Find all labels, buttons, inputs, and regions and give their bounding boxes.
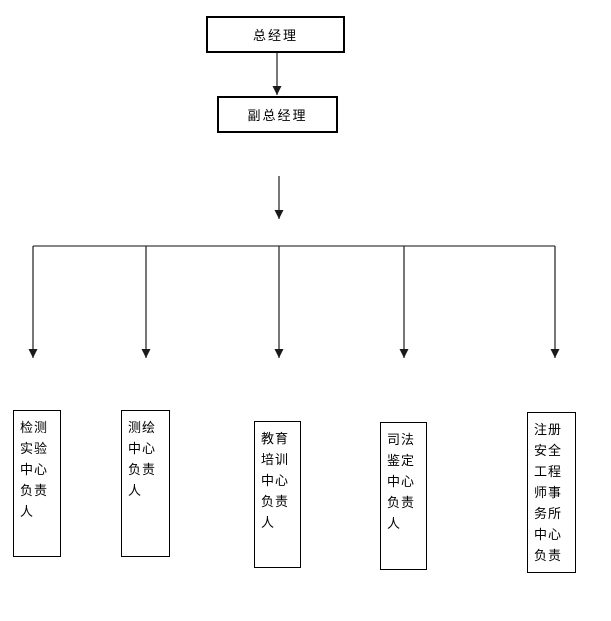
node-deputy-general-manager: 副总经理 [217,96,338,133]
node-testing-lab-center-head: 检测 实验 中心 负责 人 [13,410,61,557]
node-registered-safety-engineer-office-center-head: 注册 安全 工程 师事 务所 中心 负责 [527,412,576,573]
node-education-training-center-head: 教育 培训 中心 负责 人 [254,421,301,568]
node-surveying-center-head: 测绘 中心 负责 人 [121,410,170,557]
node-general-manager: 总经理 [206,16,345,53]
node-judicial-appraisal-center-head: 司法 鉴定 中心 负责 人 [380,422,427,570]
